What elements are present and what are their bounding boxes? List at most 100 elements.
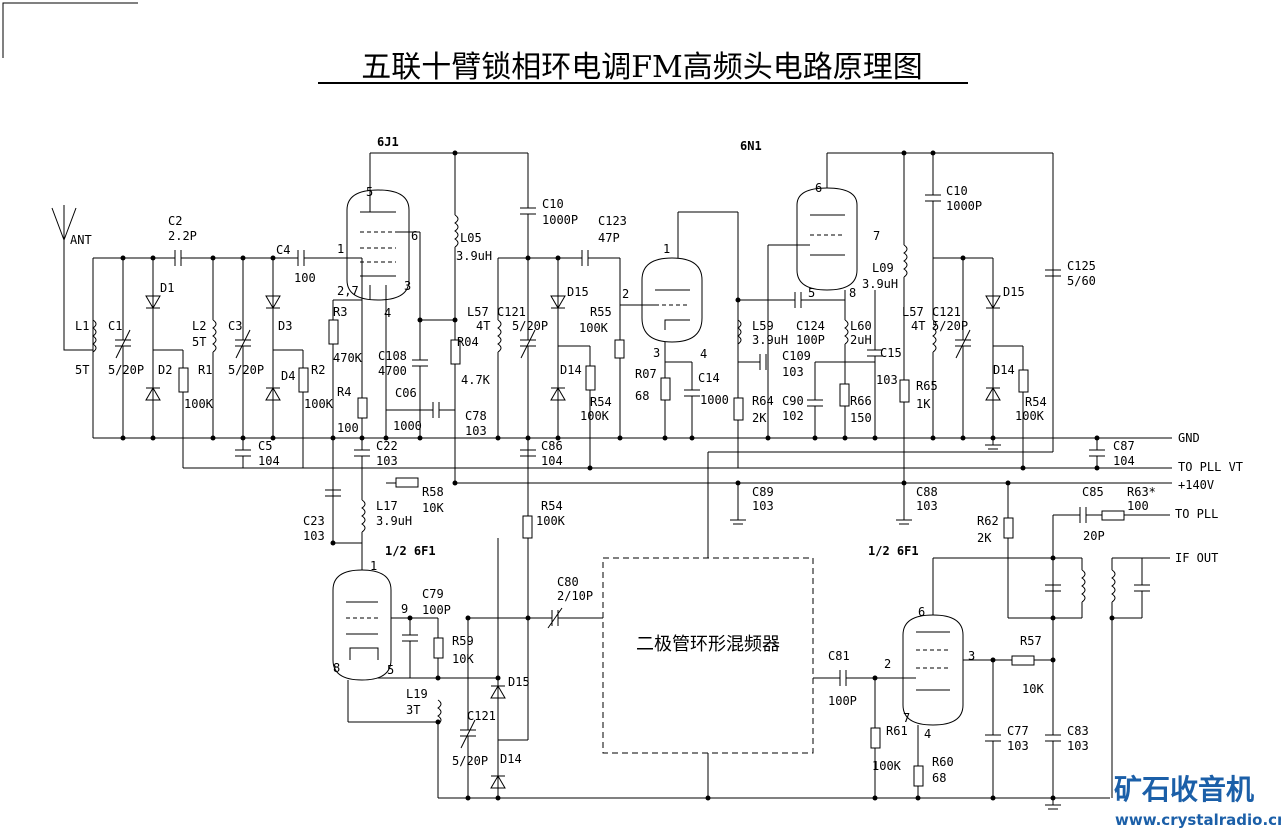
label-c89: C89 [752, 485, 774, 499]
label-v7: 7 [903, 711, 910, 725]
label-c85: C85 [1082, 485, 1104, 499]
label-v2: 2 [884, 657, 891, 671]
rail-gnd: GND [1178, 431, 1200, 445]
site-logo: 矿石收音机 [1114, 773, 1254, 806]
rail-if-out: IF OUT [1175, 551, 1218, 565]
tube-label-6f1-osc: 1/2 6F1 [385, 544, 436, 558]
label-c2b: 2.2P [168, 229, 197, 243]
label-q1: 1 [663, 242, 670, 256]
label-c10v: 1000P [542, 213, 578, 227]
label-l60: L60 [850, 319, 872, 333]
label-c121cv: 5/20P [452, 754, 488, 768]
label-c109: C109 [782, 349, 811, 363]
label-r54: R54 [590, 395, 612, 409]
label-r07: R07 [635, 367, 657, 381]
if-wiring [839, 483, 1170, 810]
label-c22v: 103 [376, 454, 398, 468]
label-r55v: 100K [579, 321, 609, 335]
label-r58: R58 [422, 485, 444, 499]
label-l59v: 3.9uH [752, 333, 788, 347]
label-c125: C125 [1067, 259, 1096, 273]
label-l2v: 5T [192, 335, 206, 349]
label-c85v: 20P [1083, 529, 1105, 543]
label-d14b: D14 [993, 363, 1015, 377]
label-l17v: 3.9uH [376, 514, 412, 528]
label-d15: D15 [567, 285, 589, 299]
label-l57b: L57 [902, 305, 924, 319]
label-s7: 7 [873, 229, 880, 243]
label-c5v: 104 [258, 454, 280, 468]
label-l19: L19 [406, 687, 428, 701]
tube-6j1-icon [346, 189, 410, 301]
label-r65v: 1K [916, 397, 931, 411]
label-r4v: 100 [337, 421, 359, 435]
label-r07v: 68 [635, 389, 649, 403]
tube-6n1-b-icon [767, 152, 1053, 438]
label-c78: C78 [465, 409, 487, 423]
label-c79: C79 [422, 587, 444, 601]
label-r58v: 10K [422, 501, 444, 515]
tube-6n1-a-icon [620, 211, 739, 468]
label-r54bv: 100K [1015, 409, 1045, 423]
label-d14: D14 [560, 363, 582, 377]
label-s8: 8 [849, 286, 856, 300]
label-c87v: 104 [1113, 454, 1135, 468]
label-p1: 1 [337, 242, 344, 256]
label-c4b: 100 [294, 271, 316, 285]
label-r60: R60 [932, 755, 954, 769]
label-c87: C87 [1113, 439, 1135, 453]
label-r63v: 100 [1127, 499, 1149, 513]
label-r66v: 150 [850, 411, 872, 425]
label-l05v: 3.9uH [456, 249, 492, 263]
label-d2: D2 [158, 363, 172, 377]
label-l57: L57 [467, 305, 489, 319]
label-c121c: C121 [467, 709, 496, 723]
label-r04: R04 [457, 335, 479, 349]
label-p27: 2,7 [337, 284, 359, 298]
label-c23v: 103 [303, 529, 325, 543]
label-u1: 1 [370, 559, 377, 573]
diagram-title: 五联十臂锁相环电调FM高频头电路原理图 [361, 50, 923, 85]
label-c23: C23 [303, 514, 325, 528]
label-c80: C80 [557, 575, 579, 589]
frame-corner [2, 2, 138, 58]
label-r66: R66 [850, 394, 872, 408]
label-r54c: R54 [541, 499, 563, 513]
label-c121: C121 [497, 305, 526, 319]
label-r57v: 10K [1022, 682, 1044, 696]
label-r4: R4 [337, 385, 351, 399]
label-d4: D4 [281, 369, 295, 383]
label-l09: L09 [872, 261, 894, 275]
rail-pll-vt: TO PLL VT [1178, 460, 1243, 474]
label-u9: 9 [401, 602, 408, 616]
label-r2: R2 [311, 363, 325, 377]
label-c14v: 1000 [700, 393, 729, 407]
mixer-block [602, 557, 814, 754]
label-l1v: 5T [75, 363, 89, 377]
label-l57v: 4T [476, 319, 490, 333]
label-d14c: D14 [500, 752, 522, 766]
label-c06: C06 [395, 386, 417, 400]
label-r1: R1 [198, 363, 212, 377]
label-c80v: 2/10P [557, 589, 593, 603]
rail-b-plus: +140V [1178, 478, 1214, 492]
label-c90v: 102 [782, 409, 804, 423]
label-r54cv: 100K [536, 514, 566, 528]
input-stage [92, 250, 362, 468]
label-l57bv: 4T [911, 319, 925, 333]
label-c14: C14 [698, 371, 720, 385]
label-r64v: 2K [752, 411, 767, 425]
label-s6: 6 [815, 181, 822, 195]
label-p3: 3 [404, 279, 411, 293]
label-p6: 6 [411, 229, 418, 243]
label-u5: 5 [387, 663, 394, 677]
label-c06v: 1000 [393, 419, 422, 433]
label-r3v: 470K [333, 351, 363, 365]
tube-label-6n1: 6N1 [740, 139, 762, 153]
label-c108v: 4700 [378, 364, 407, 378]
label-c90: C90 [782, 394, 804, 408]
label-c79v: 100P [422, 603, 451, 617]
label-d3: D3 [278, 319, 292, 333]
label-c22: C22 [376, 439, 398, 453]
